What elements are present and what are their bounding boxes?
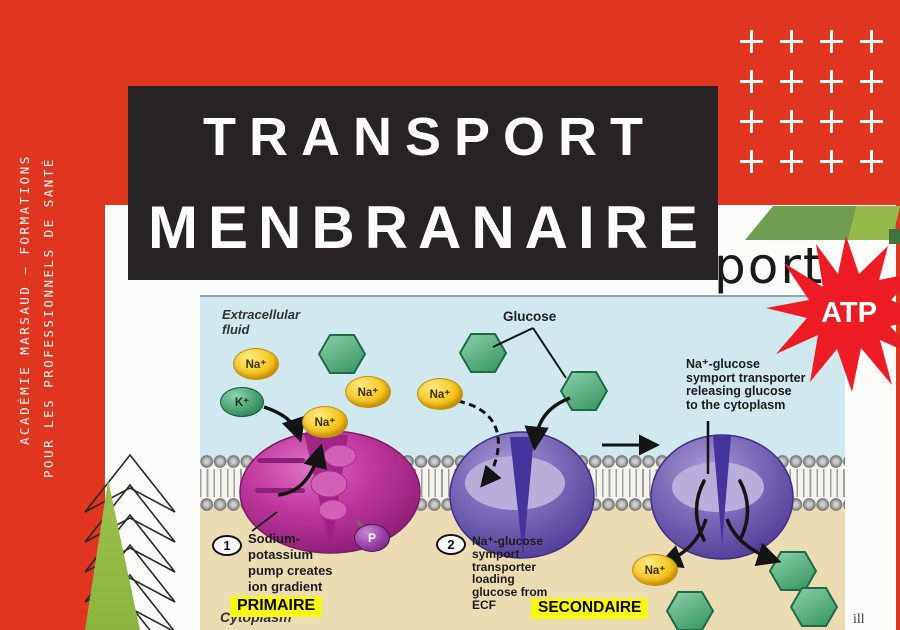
sodium-ion-label: Na⁺ bbox=[357, 387, 379, 399]
glucose-hexagon bbox=[789, 587, 839, 627]
plus-icon bbox=[780, 110, 803, 133]
sodium-dashed-arrow bbox=[457, 399, 502, 488]
channel-curve-right bbox=[738, 479, 750, 542]
chevron-outline bbox=[84, 483, 176, 543]
step-2-circle: 2 bbox=[436, 534, 466, 555]
plus-icon bbox=[740, 30, 763, 53]
potassium-ion: K⁺ bbox=[220, 387, 264, 417]
title-line-2: MENBRANAIRE bbox=[148, 194, 708, 261]
glucose-label: Glucose bbox=[503, 309, 557, 324]
green-band-dark bbox=[889, 229, 900, 244]
secondaire-highlight: SECONDAIRE bbox=[531, 598, 649, 619]
glucose-hexagon bbox=[768, 551, 818, 591]
sodium-ion: Na⁺ bbox=[417, 378, 463, 410]
atp-badge: ATP bbox=[766, 236, 900, 392]
title-line-1: TRANSPORT bbox=[203, 107, 656, 167]
plus-icon bbox=[780, 150, 803, 173]
glucose-release-arrow bbox=[725, 518, 782, 567]
plus-icon bbox=[820, 70, 843, 93]
glucose-pointer-line-left bbox=[492, 327, 534, 348]
plus-icon bbox=[860, 70, 883, 93]
title-banner: TRANSPORT MENBRANAIRE bbox=[128, 86, 718, 280]
step-2-text: Na⁺-glucose symport transporter loading … bbox=[472, 534, 548, 612]
starburst-shape bbox=[766, 236, 900, 392]
page-number-fragment: ill bbox=[853, 612, 865, 627]
glucose-pointer-line-right bbox=[532, 327, 567, 379]
sidebar-brand-line-1: ACADÉMIE MARSAUD – FORMATIONS bbox=[17, 154, 32, 445]
glucose-hexagon bbox=[458, 333, 508, 373]
plus-decoration-grid bbox=[740, 30, 883, 173]
plus-icon bbox=[740, 150, 763, 173]
sidebar-brand-line-2: POUR LES PROFESSIONNELS DE SANTÉ bbox=[41, 157, 56, 478]
potassium-ion-label: K⁺ bbox=[234, 397, 250, 409]
plus-icon bbox=[820, 30, 843, 53]
sodium-ion: Na⁺ bbox=[345, 376, 391, 408]
step-1-text: Sodium- potassium pump creates ion gradi… bbox=[248, 531, 333, 594]
plus-icon bbox=[780, 30, 803, 53]
phosphate-label: P bbox=[367, 531, 376, 545]
phosphate-group: P bbox=[354, 524, 390, 552]
step-1-circle: 1 bbox=[212, 535, 242, 556]
channel-curve-left bbox=[694, 479, 706, 542]
plus-icon bbox=[780, 70, 803, 93]
sodium-ion-label: Na⁺ bbox=[245, 359, 267, 371]
potassium-entry-arrow bbox=[263, 405, 306, 443]
sodium-ion-label: Na⁺ bbox=[429, 389, 451, 401]
symport-transporter-releasing bbox=[650, 434, 794, 560]
plus-icon bbox=[820, 110, 843, 133]
sodium-ion-label: Na⁺ bbox=[314, 417, 336, 429]
sodium-ion-label: Na⁺ bbox=[644, 565, 666, 577]
sodium-ion: Na⁺ bbox=[233, 348, 279, 380]
glucose-hexagon bbox=[317, 334, 367, 374]
primaire-highlight: PRIMAIRE bbox=[230, 596, 323, 617]
extracellular-fluid-label: Extracellular fluid bbox=[222, 307, 301, 337]
plus-icon bbox=[860, 30, 883, 53]
plus-icon bbox=[860, 110, 883, 133]
chevron-outline bbox=[84, 453, 176, 513]
glucose-hexagon bbox=[559, 371, 609, 411]
plus-icon bbox=[740, 70, 763, 93]
step1-leader-line bbox=[251, 511, 278, 532]
diagram-graphics bbox=[239, 327, 839, 630]
sodium-ion: Na⁺ bbox=[302, 406, 348, 438]
glucose-hexagon bbox=[665, 591, 715, 630]
membrane-transport-diagram: Extracellular fluid Glucose Cytoplasm Na… bbox=[200, 295, 896, 630]
plus-icon bbox=[860, 150, 883, 173]
sodium-exit-arrow bbox=[277, 443, 328, 497]
releasing-note: Na⁺-glucose symport transporter releasin… bbox=[686, 357, 806, 412]
plus-icon bbox=[820, 150, 843, 173]
plus-icon bbox=[740, 110, 763, 133]
sodium-ion: Na⁺ bbox=[632, 554, 678, 586]
glucose-loading-arrow bbox=[524, 396, 571, 451]
atp-badge-label: ATP bbox=[821, 297, 877, 329]
